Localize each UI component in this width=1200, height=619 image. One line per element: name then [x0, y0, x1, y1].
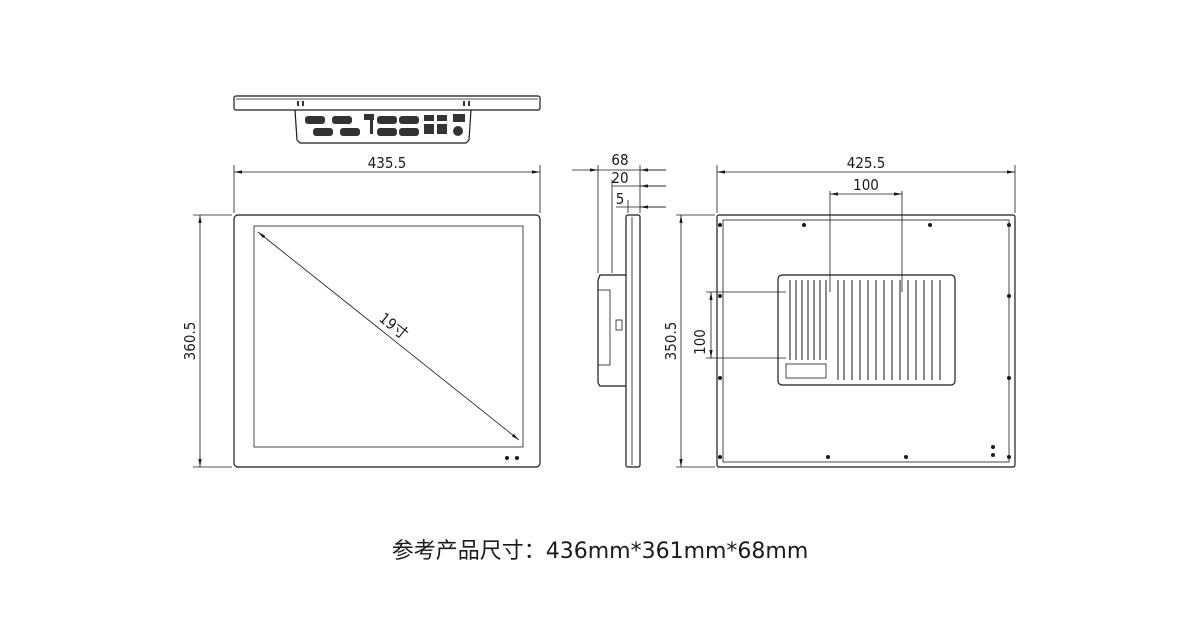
io-ports [297, 101, 470, 136]
back-height-label: 350.5 [662, 322, 680, 361]
back-view: 100 425.5 350.5 100 [662, 154, 1016, 468]
mount-horizontal-label: 100 [853, 176, 879, 194]
front-height-label: 360.5 [181, 322, 199, 361]
heatsink-fins [789, 280, 941, 380]
side-bezel-label: 20 [611, 169, 628, 187]
product-size-caption: 参考产品尺寸：436mm*361mm*68mm [391, 539, 809, 564]
front-view: 19寸 435.5 360.5 [181, 154, 541, 468]
side-depth-label: 68 [611, 151, 628, 169]
top-view [233, 95, 541, 144]
side-panel-label: 5 [616, 190, 625, 208]
side-view: 68 20 5 [572, 151, 666, 468]
front-width-label: 435.5 [368, 154, 407, 172]
diagonal-label: 19寸 [376, 309, 412, 343]
back-width-label: 425.5 [847, 154, 886, 172]
mount-vertical-label: 100 [691, 329, 709, 355]
